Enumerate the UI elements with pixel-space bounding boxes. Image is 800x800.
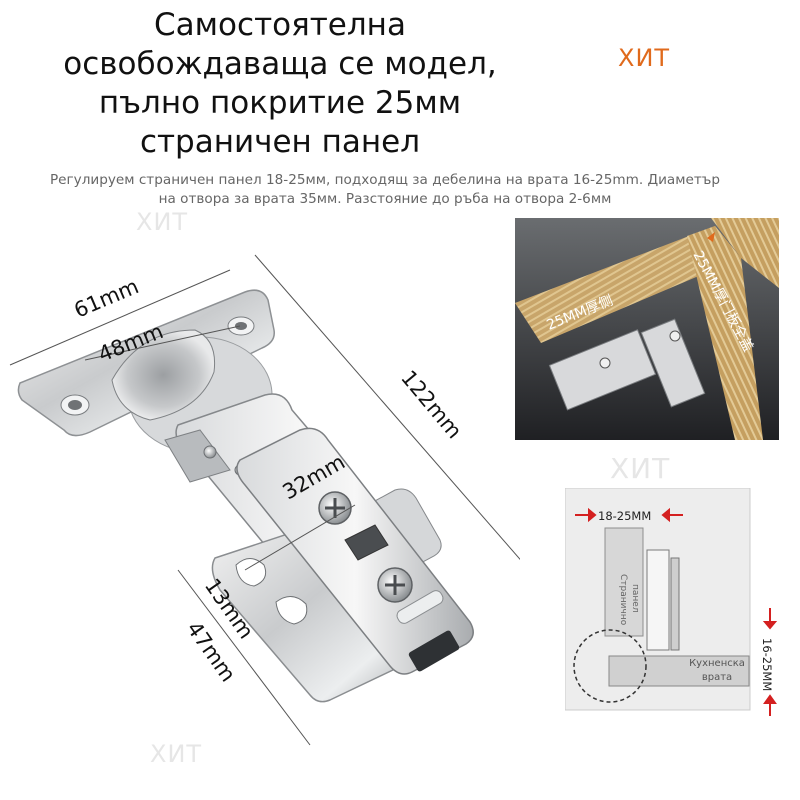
door-range-label: 16-25MM — [760, 638, 774, 691]
product-description: Регулируем страничен панел 18-25мм, подх… — [0, 171, 770, 209]
overlay-diagram: 18-25MM 16-25MM Странично панел Кухненск… — [565, 488, 778, 716]
side-panel-line: Странично — [618, 574, 628, 626]
hinge-cup-plate — [17, 289, 275, 454]
title-line: пълно покритие 25мм — [98, 85, 462, 121]
page-title: Самостоятелна освобождаваща се модел, пъ… — [20, 6, 540, 162]
hit-watermark: ХИТ — [150, 740, 203, 768]
side-panel-line: панел — [630, 584, 640, 613]
door-line: врата — [702, 672, 732, 683]
installation-photo: 25MM厚侧 25MM厚门板全盖 — [515, 218, 779, 440]
arm-top-body — [236, 427, 474, 675]
title-line: Самостоятелна — [154, 7, 406, 43]
door-label: Кухненска — [689, 658, 745, 669]
description-line: Регулируем страничен панел 18-25мм, подх… — [49, 172, 721, 188]
hit-watermark: ХИТ — [136, 208, 189, 236]
title-line: освобождаваща се модел, — [63, 46, 497, 82]
total-length-label: 122mm — [396, 366, 466, 443]
title-line: страничен панел — [139, 124, 421, 160]
hit-watermark: ХИТ — [610, 452, 671, 485]
door-label: врата — [702, 672, 732, 683]
side-range-label: 18-25MM — [598, 509, 651, 523]
door-line: Кухненска — [689, 658, 745, 669]
side-panel-label: Странично — [618, 574, 628, 626]
description-line: на отвора за врата 35мм. Разстояние до р… — [158, 191, 612, 207]
hinge-drawing: 61mm 48mm 122mm 32mm 13mm 47mm — [9, 254, 520, 746]
side-panel-label: панел — [630, 584, 640, 613]
plate-width-label: 61mm — [71, 274, 143, 323]
hit-badge: ХИТ — [618, 44, 671, 72]
